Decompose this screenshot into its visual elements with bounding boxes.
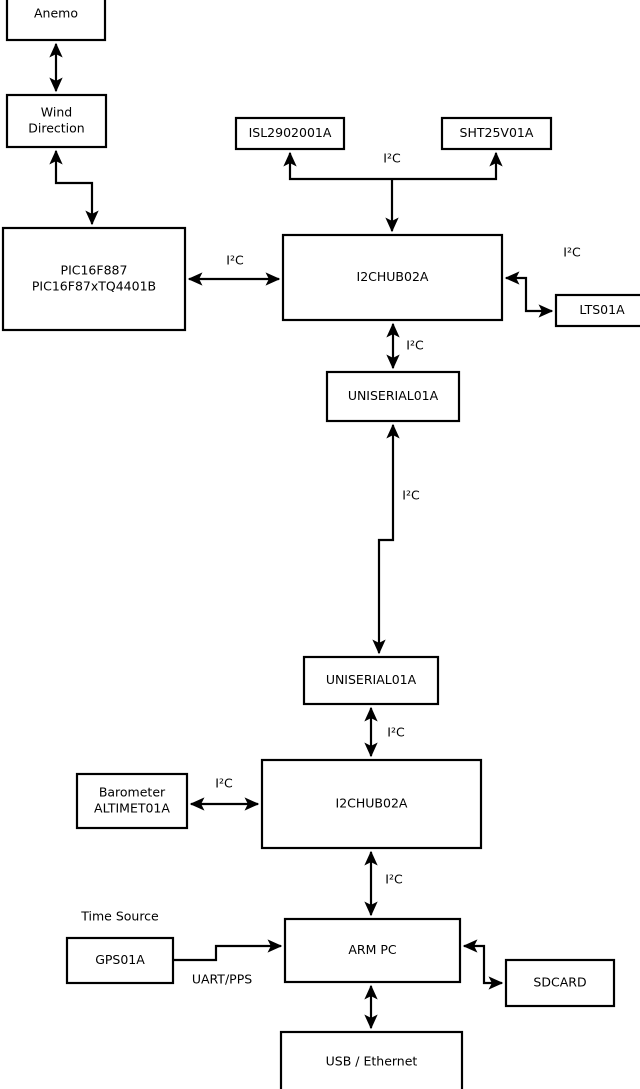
node-box-uniserial_top[interactable]: [325, 370, 461, 423]
node-label-armpc: ARM PC: [348, 942, 397, 957]
edge-label-uniserial-hub-bot: I²C: [387, 725, 405, 740]
node-label-sdcard: SDCARD: [533, 975, 586, 990]
edge-hub-top-uniserial: I²C: [386, 322, 424, 370]
node-box-armpc[interactable]: [283, 917, 462, 984]
node-box-anemo[interactable]: [5, 0, 107, 42]
node-label-usb: USB / Ethernet: [326, 1054, 418, 1069]
edge-pic-hub-top: I²C: [187, 253, 281, 286]
edge-label-uniserial-uniserial: I²C: [402, 488, 420, 503]
node-armpc[interactable]: ARM PC: [283, 917, 462, 984]
node-uniserial_top[interactable]: UNISERIAL01A: [325, 370, 461, 423]
node-label-wind: Direction: [28, 121, 84, 136]
node-box-uniserial_bot[interactable]: [302, 655, 440, 706]
node-isl[interactable]: ISL2902001A: [234, 116, 346, 151]
node-box-pic[interactable]: [1, 226, 187, 332]
node-label-anemo: Anemo: [34, 6, 78, 21]
edge-label-pic-hub-top: I²C: [226, 253, 244, 268]
edge-hub-top-sensors: I²C: [283, 151, 503, 181]
node-anemo[interactable]: Anemo: [5, 0, 107, 42]
node-box-usb[interactable]: [279, 1030, 464, 1089]
edge-line: [372, 423, 400, 655]
edge-gps-armpc: UART/PPS: [173, 939, 283, 987]
edge-line: [504, 271, 554, 318]
node-label-uniserial_bot: UNISERIAL01A: [326, 672, 417, 687]
node-label-hub_top: I2CHUB02A: [357, 269, 429, 284]
node-box-barometer[interactable]: [75, 772, 189, 830]
node-label-barometer: Barometer: [99, 785, 166, 800]
edge-hub-top-lts: I²C: [504, 245, 581, 318]
node-uniserial_bot[interactable]: UNISERIAL01A: [302, 655, 440, 706]
edge-label-hub-top-lts: I²C: [563, 245, 581, 260]
node-box-hub_top[interactable]: [281, 233, 504, 322]
node-label-isl: ISL2902001A: [249, 125, 332, 140]
node-usb[interactable]: USB / Ethernet: [279, 1030, 464, 1089]
node-label-hub_bot: I2CHUB02A: [336, 796, 408, 811]
edge-label-gps-armpc: UART/PPS: [192, 972, 252, 987]
edge-label-hub-bot-armpc: I²C: [385, 872, 403, 887]
node-box-isl[interactable]: [234, 116, 346, 151]
edge-uniserial-uniserial: I²C: [372, 423, 420, 655]
node-label-uniserial_top: UNISERIAL01A: [348, 388, 439, 403]
edge-hub-bot-armpc: I²C: [364, 850, 403, 917]
node-label-barometer: ALTIMET01A: [94, 801, 170, 816]
node-hub_bot[interactable]: I2CHUB02A: [260, 758, 483, 850]
edge-line: [49, 149, 99, 226]
edge-uniserial-hub-bot: I²C: [364, 706, 405, 758]
node-label-gps: GPS01A: [95, 952, 145, 967]
node-gps[interactable]: GPS01A: [65, 936, 175, 985]
edge-label-barometer-hub-bot: I²C: [215, 776, 233, 791]
node-hub_top[interactable]: I2CHUB02A: [281, 233, 504, 322]
edge-line: [462, 939, 504, 990]
edge-line: [173, 939, 283, 962]
node-box-hub_bot[interactable]: [260, 758, 483, 850]
node-label-wind: Wind: [41, 105, 72, 120]
edge-label-hub-top-uniserial: I²C: [406, 338, 424, 353]
edges-layer: I²C I²C I²C I²C I²C I²C I²C I²C UART/PPS: [49, 42, 581, 1030]
node-label-pic: PIC16F87xTQ4401B: [32, 279, 156, 294]
edge-label-hub-top-sensors: I²C: [383, 151, 401, 166]
node-box-lts[interactable]: [554, 293, 640, 328]
node-sht[interactable]: SHT25V01A: [440, 116, 553, 151]
edge-barometer-hub-bot: I²C: [189, 776, 260, 811]
node-sdcard[interactable]: SDCARD: [504, 958, 616, 1008]
edge-armpc-sdcard: [462, 939, 504, 990]
edge-wind-pic: [49, 149, 99, 226]
node-box-sdcard[interactable]: [504, 958, 616, 1008]
node-label-sht: SHT25V01A: [460, 125, 534, 140]
node-box-sht[interactable]: [440, 116, 553, 151]
time-source-label: Time Source: [80, 909, 159, 924]
node-box-gps[interactable]: [65, 936, 175, 985]
free-labels-layer: Time Source: [80, 909, 159, 924]
node-label-pic: PIC16F887: [61, 263, 128, 278]
node-lts[interactable]: LTS01A: [554, 293, 640, 328]
node-box-wind[interactable]: [5, 93, 108, 149]
node-label-lts: LTS01A: [579, 302, 625, 317]
